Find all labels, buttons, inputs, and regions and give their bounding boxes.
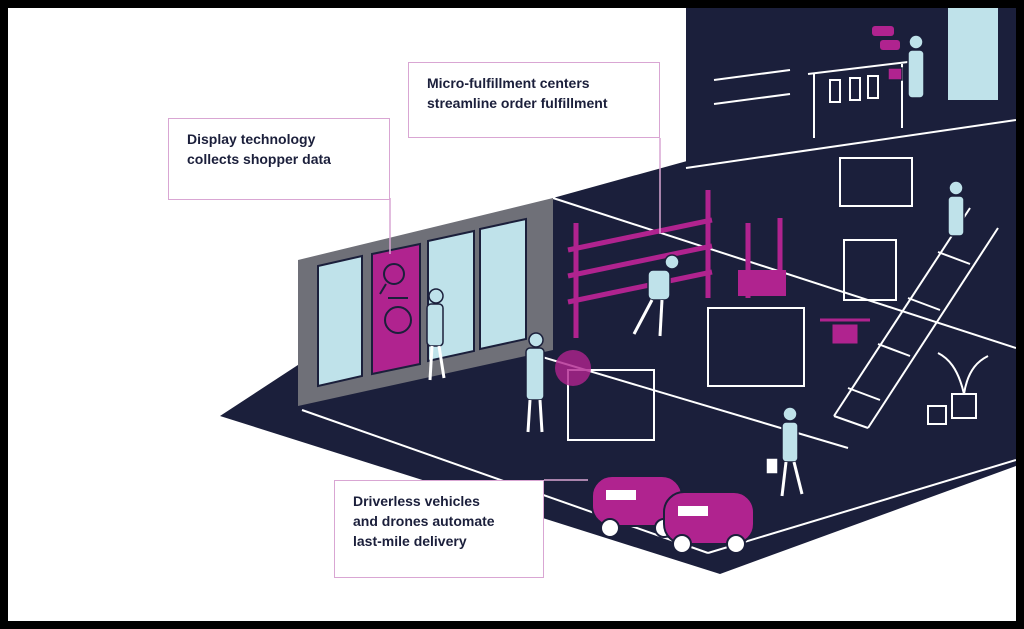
delivery-drone [820, 318, 870, 344]
callout-display-line2: collects shopper data [187, 151, 331, 167]
fulfillment-robot [738, 270, 786, 296]
shopper-with-bag [765, 406, 804, 497]
fulfillment-shelving [567, 190, 783, 338]
upper-shelves [713, 69, 791, 105]
fulfillment-worker [632, 254, 680, 337]
callout-delivery-line1: Driverless vehicles [353, 493, 480, 509]
callout-fulfillment-line1: Micro-fulfillment centers [427, 75, 590, 91]
callout-micro-fulfillment: Micro-fulfillment centers streamline ord… [408, 62, 660, 138]
glass-window-3 [479, 217, 527, 351]
callout-display-technology: Display technology collects shopper data [168, 118, 390, 200]
callout-fulfillment-line2: streamline order fulfillment [427, 95, 608, 111]
chat-bubbles [872, 26, 900, 50]
autonomous-vehicle-2 [663, 491, 755, 554]
callout-delivery-line2: and drones automate [353, 513, 495, 529]
sensor-beam [555, 350, 591, 386]
glass-window-1 [317, 254, 363, 388]
illustration-frame: Display technology collects shopper data… [8, 8, 1016, 621]
plant [927, 352, 989, 425]
clothing-rack [807, 61, 909, 138]
store-floor [220, 70, 1016, 574]
retail-store-illustration [220, 8, 1016, 574]
screen-graphics [379, 263, 412, 334]
shopper-with-phone [525, 332, 545, 433]
shopper-at-display [426, 288, 446, 381]
escalator [833, 207, 999, 429]
shopper-on-escalator [947, 180, 965, 237]
callout-display-line1: Display technology [187, 131, 316, 147]
display-windows [317, 217, 527, 388]
upper-room-door [948, 8, 998, 100]
callout-delivery-line3: last-mile delivery [353, 533, 467, 549]
shopper-upper-room [887, 34, 925, 99]
callout-driverless-delivery: Driverless vehicles and drones automate … [334, 480, 544, 578]
store-shelves [567, 157, 913, 441]
